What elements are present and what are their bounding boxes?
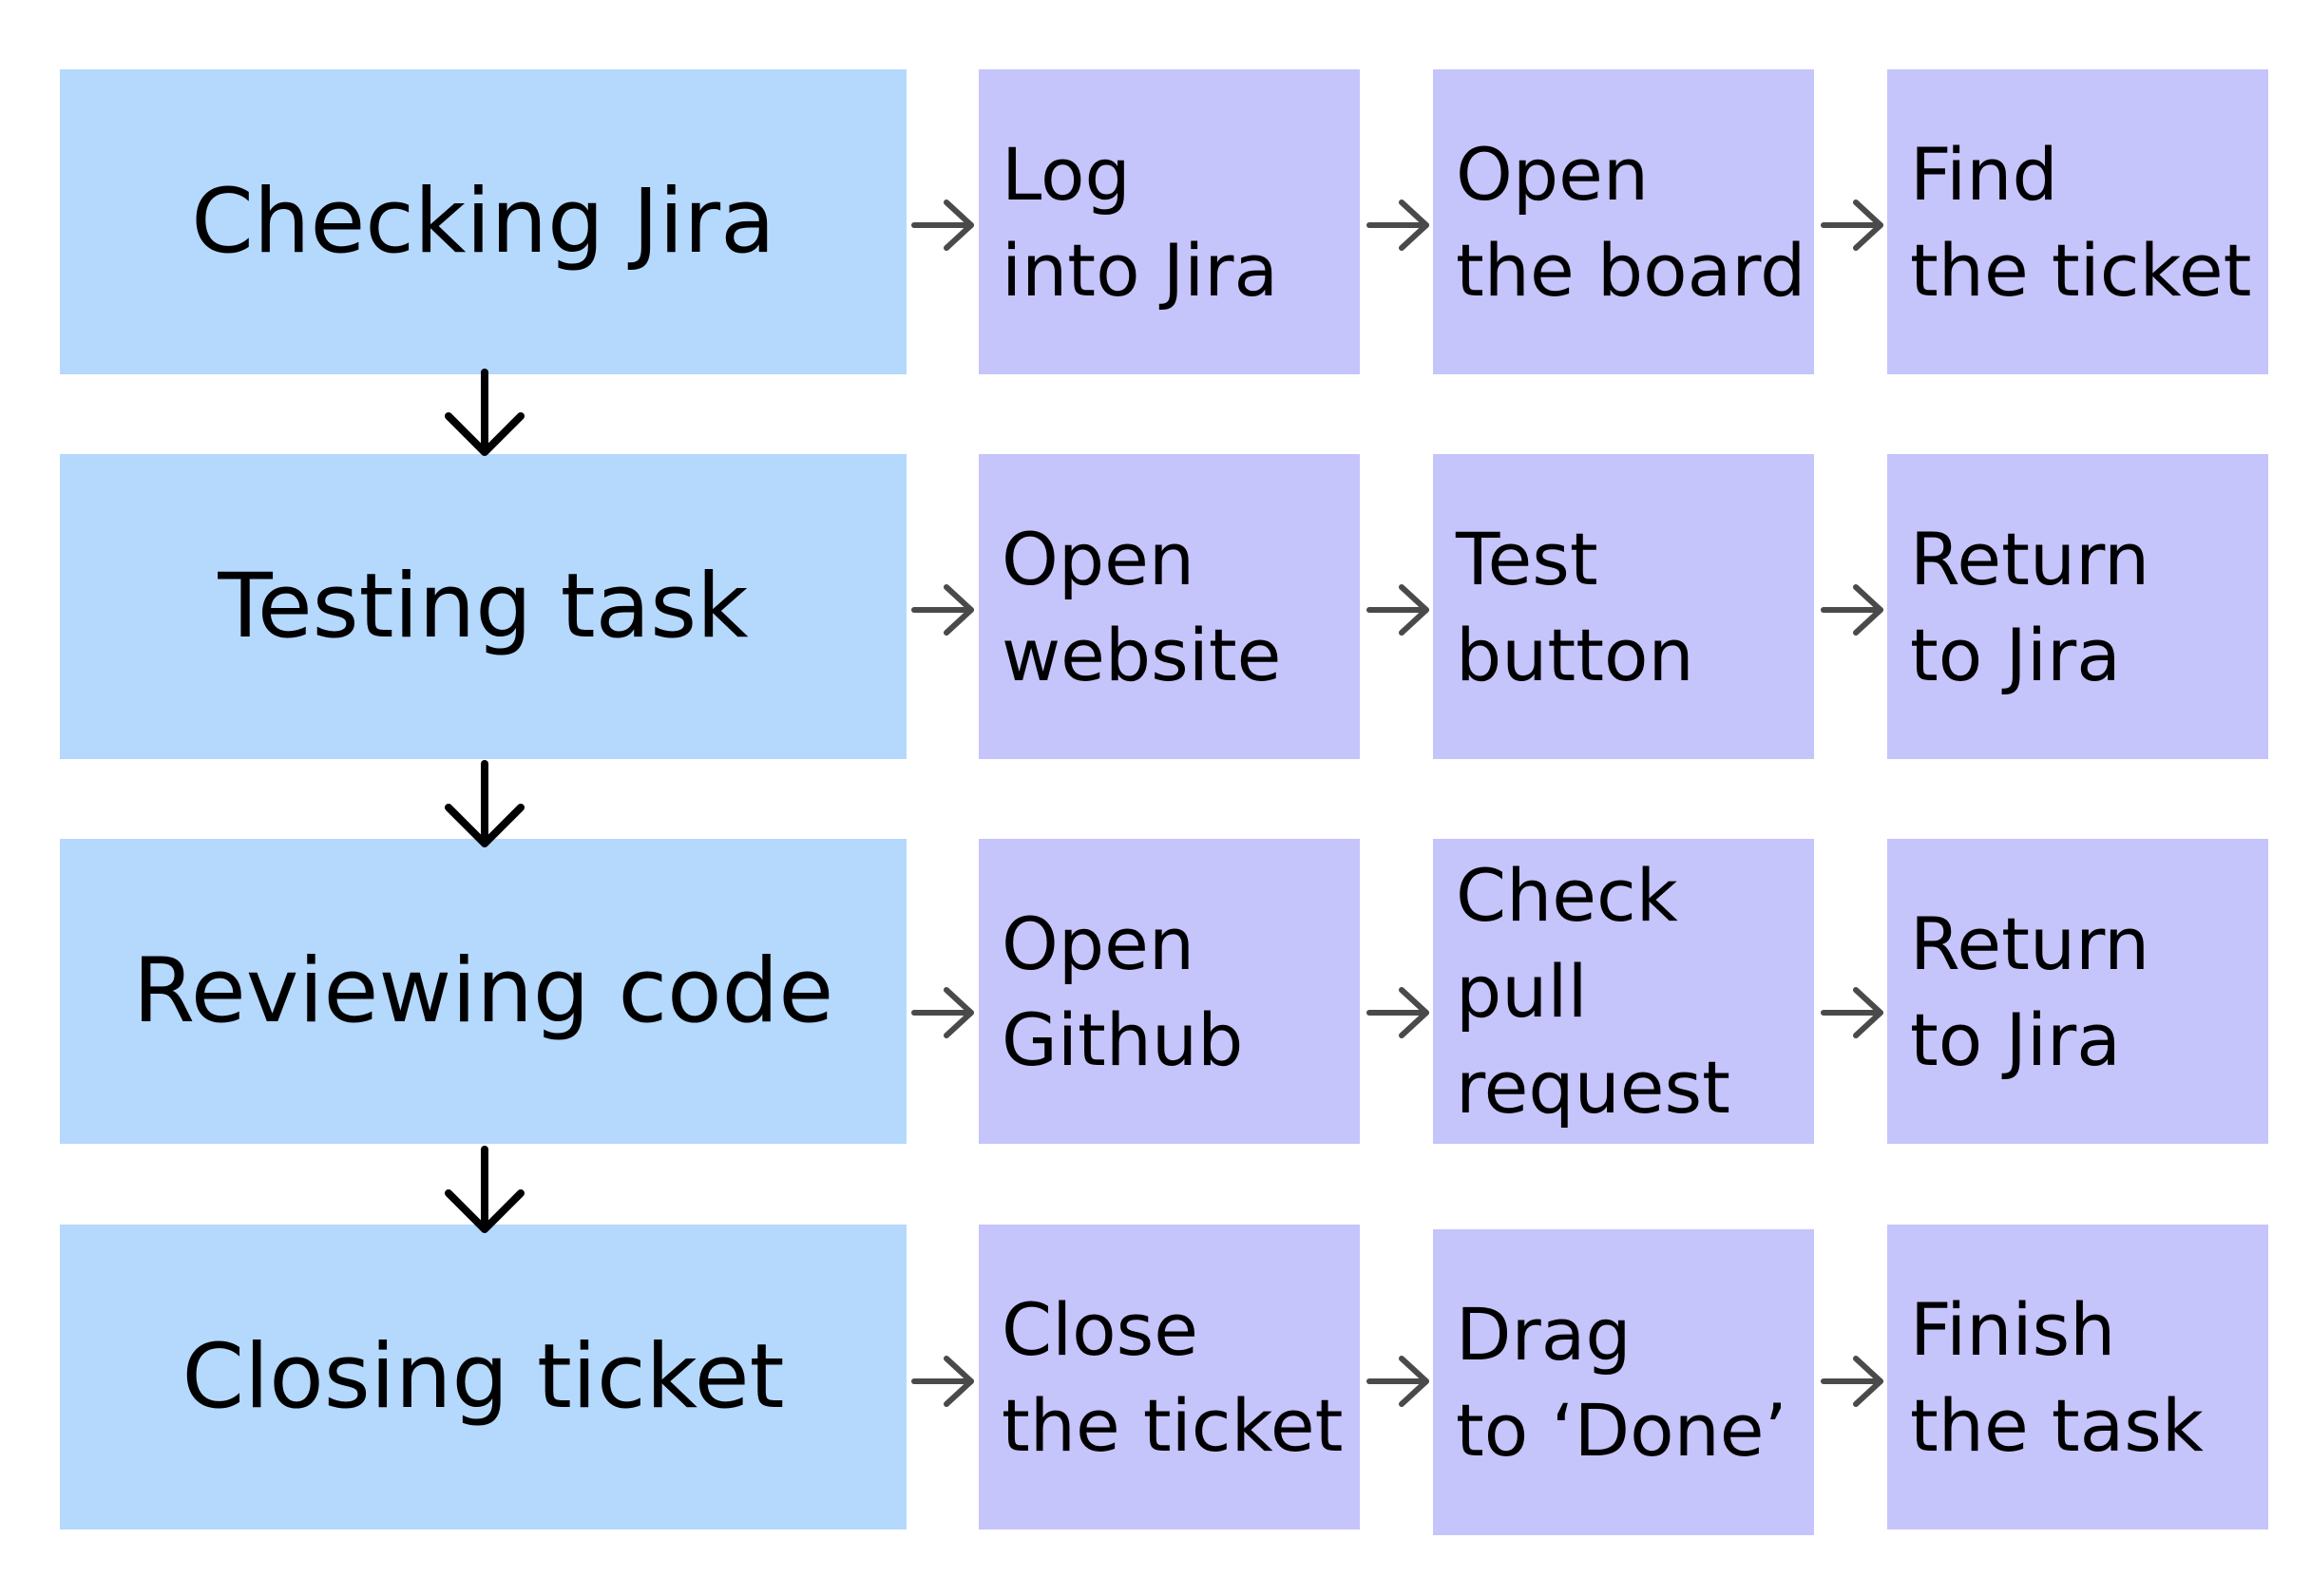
arrow-right-icon — [1820, 197, 1888, 254]
arrow-right-icon — [1820, 984, 1888, 1041]
arrow-right-icon — [1366, 984, 1434, 1041]
stage-checking-jira: Checking Jira — [60, 69, 907, 374]
arrow-right-icon — [1820, 1353, 1888, 1410]
arrow-right-icon — [910, 581, 979, 638]
arrow-right-icon — [910, 197, 979, 254]
step-check-pull-request: Check pull request — [1433, 839, 1814, 1144]
arrow-right-icon — [1820, 581, 1888, 638]
arrow-right-icon — [910, 1353, 979, 1410]
step-finish-the-task: Finish the task — [1887, 1225, 2268, 1530]
stage-testing-task: Testing task — [60, 454, 907, 759]
stage-reviewing-code: Reviewing code — [60, 839, 907, 1144]
step-test-button: Test button — [1433, 454, 1814, 759]
step-return-to-jira-1: Return to Jira — [1887, 454, 2268, 759]
arrow-right-icon — [1366, 197, 1434, 254]
step-return-to-jira-2: Return to Jira — [1887, 839, 2268, 1144]
step-log-into-jira: Log into Jira — [979, 69, 1360, 374]
step-find-the-ticket: Find the ticket — [1887, 69, 2268, 374]
step-open-the-board: Open the board — [1433, 69, 1814, 374]
step-open-website: Open website — [979, 454, 1360, 759]
arrow-down-icon — [439, 369, 530, 460]
arrow-down-icon — [439, 1146, 530, 1237]
step-drag-to-done: Drag to ‘Done’ — [1433, 1229, 1814, 1535]
arrow-right-icon — [910, 984, 979, 1041]
arrow-right-icon — [1366, 1353, 1434, 1410]
step-open-github: Open Github — [979, 839, 1360, 1144]
arrow-right-icon — [1366, 581, 1434, 638]
arrow-down-icon — [439, 760, 530, 851]
stage-closing-ticket: Closing ticket — [60, 1225, 907, 1530]
step-close-the-ticket: Close the ticket — [979, 1225, 1360, 1530]
